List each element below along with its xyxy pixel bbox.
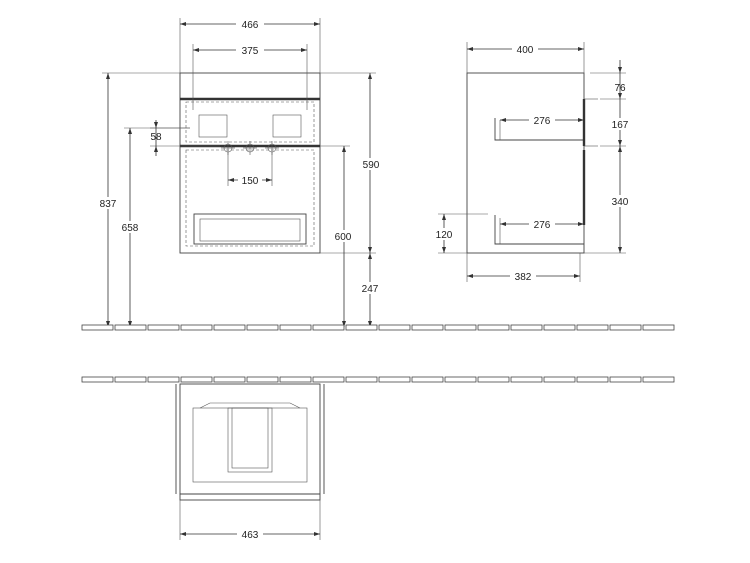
- tile: [114, 376, 147, 383]
- tile: [642, 376, 675, 383]
- tile: [114, 324, 147, 331]
- front-lower-drawer-inner: [199, 218, 301, 242]
- tile: [543, 324, 576, 331]
- tile: [147, 324, 180, 331]
- label-150: 150: [242, 176, 259, 187]
- label-600: 600: [335, 232, 352, 243]
- label-167: 167: [612, 120, 629, 131]
- label-463: 463: [242, 530, 259, 541]
- label-247: 247: [362, 284, 379, 295]
- front-upper-drawer-dashed: [185, 101, 315, 143]
- dim-375: [192, 44, 308, 110]
- side-upper-drawer: [494, 118, 584, 141]
- label-400: 400: [517, 45, 534, 56]
- tile: [378, 324, 411, 331]
- tile: [81, 376, 114, 383]
- tile: [411, 376, 444, 383]
- tile: [279, 324, 312, 331]
- tile: [609, 324, 642, 331]
- tile: [180, 376, 213, 383]
- tile: [477, 324, 510, 331]
- dim-76: [590, 60, 626, 100]
- label-58: 58: [150, 132, 162, 143]
- plan-view: 463: [175, 383, 325, 541]
- tile: [246, 324, 279, 331]
- label-120: 120: [436, 230, 453, 241]
- label-382: 382: [515, 272, 532, 283]
- tile: [510, 324, 543, 331]
- tile: [246, 376, 279, 383]
- tile: [312, 376, 345, 383]
- tile: [312, 324, 345, 331]
- front-lower-drawer-frame: [193, 213, 307, 245]
- label-276-bottom: 276: [534, 220, 551, 231]
- tile: [543, 376, 576, 383]
- tile: [279, 376, 312, 383]
- tile: [147, 376, 180, 383]
- tile: [81, 324, 114, 331]
- dim-58: [150, 120, 220, 156]
- plan-siphon-cutout: [227, 407, 273, 473]
- connection-symbol-center: [243, 141, 257, 155]
- tile: [345, 376, 378, 383]
- tile: [213, 324, 246, 331]
- front-lower-drawer-dashed: [185, 149, 315, 247]
- label-340: 340: [612, 197, 629, 208]
- tile: [180, 324, 213, 331]
- label-466: 466: [242, 20, 259, 31]
- front-cutout-left: [198, 114, 228, 138]
- side-view: 400 76 167 340: [432, 42, 633, 283]
- plan-cabinet-outline: [179, 383, 321, 495]
- tile: [642, 324, 675, 331]
- plan-front-panel: [179, 493, 321, 501]
- wall-tiles-lower: [81, 376, 675, 383]
- tile: [444, 376, 477, 383]
- label-658: 658: [122, 223, 139, 234]
- side-cabinet-outline: [466, 72, 585, 254]
- tile: [213, 376, 246, 383]
- tile: [609, 376, 642, 383]
- front-view: 466 375 837 658: [95, 18, 383, 327]
- tile: [444, 324, 477, 331]
- label-375: 375: [242, 46, 259, 57]
- plan-drawer-box: [192, 407, 308, 483]
- side-lower-drawer: [494, 215, 584, 245]
- tile: [576, 376, 609, 383]
- label-276-top: 276: [534, 116, 551, 127]
- tile: [378, 376, 411, 383]
- label-837: 837: [100, 199, 117, 210]
- tile: [345, 324, 378, 331]
- floor-tiles-upper: [81, 324, 675, 331]
- tile: [477, 376, 510, 383]
- tile: [411, 324, 444, 331]
- front-cutout-right: [272, 114, 302, 138]
- tile: [510, 376, 543, 383]
- label-590: 590: [363, 160, 380, 171]
- tile: [576, 324, 609, 331]
- label-76: 76: [614, 83, 626, 94]
- front-cabinet-outline: [179, 72, 321, 254]
